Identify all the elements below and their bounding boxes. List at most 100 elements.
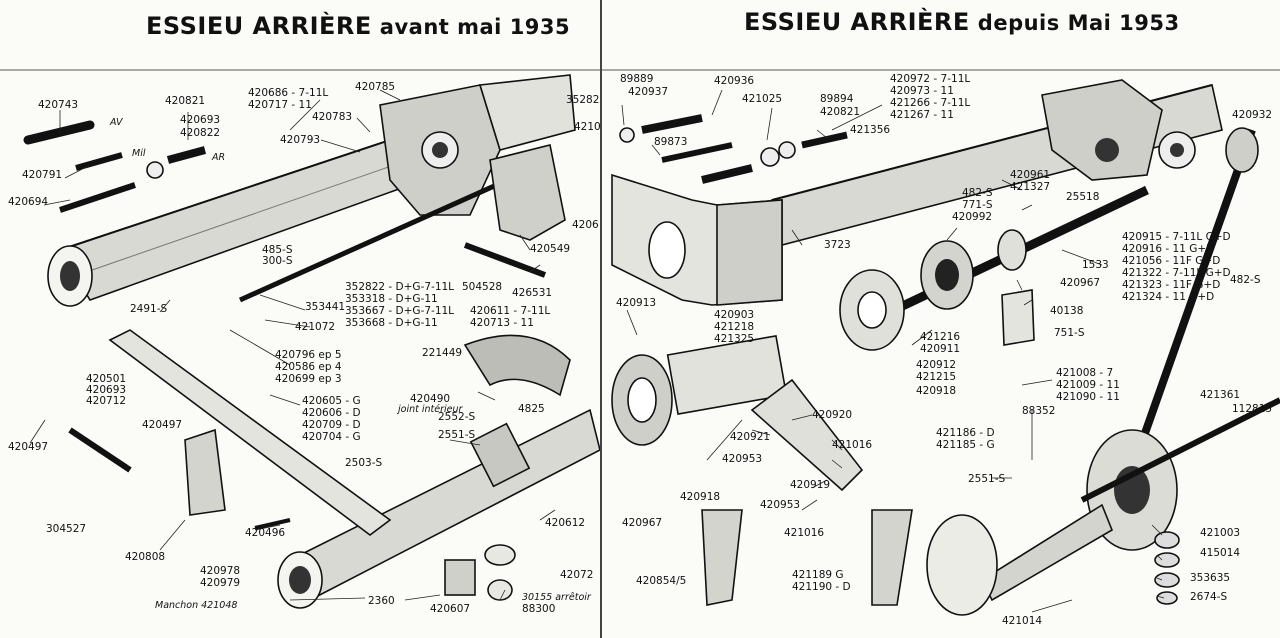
label: 421266 - 7-11L [890,97,970,109]
label: 420953 [760,499,800,511]
label: 353667 - D+G-7-11L [345,305,454,317]
label: 421190 - D [792,581,851,593]
label: 421090 - 11 [1056,391,1120,403]
label: 353668 - D+G-11 [345,317,438,329]
label: joint intérieur [396,404,463,415]
label: 420932 [1232,109,1272,121]
brake-hub [611,334,788,446]
label: 221449 [422,347,462,359]
label: 482-S [962,187,993,199]
label: 420612 [545,517,585,529]
label: 420694 [8,196,48,208]
label: 420704 - G [302,431,361,443]
support-casting [489,144,566,241]
label: 421189 G [792,569,844,581]
label: 420611 - 7-11L [470,305,550,317]
label: 421324 - 11 G+D [1122,291,1214,303]
axle-tube-lower [277,408,600,609]
label: 420961 [1010,169,1050,181]
label: 89873 [654,136,687,148]
label: 421215 [916,371,956,383]
label: 751-S [1054,327,1085,339]
label: 420497 [142,419,182,431]
bushing-2 [487,579,513,601]
label: 504528 [462,281,502,293]
label: 420979 [200,577,240,589]
label: 420854/5 [636,575,686,587]
label: AR [211,152,225,163]
label: 420921 [730,431,770,443]
label: 420913 [616,297,656,309]
label: 420699 ep 3 [275,373,342,385]
bushing [484,544,516,566]
fender-shield [463,334,571,397]
label: 4825 [518,403,545,415]
label: 3723 [824,239,851,251]
washer-stack [1154,531,1180,605]
bolts-top [619,114,848,184]
label: 89889 [620,73,653,85]
right-exploded-view: 89889 420937 420936 421025 89894 420821 … [602,69,1280,627]
stop-block [444,559,476,596]
tie-rod [238,167,532,303]
label: 420712 [86,395,126,407]
label: 420605 - G [302,395,361,407]
label: 420978 [200,565,240,577]
label: 112815 [1232,403,1272,415]
mount-plate [611,173,783,306]
rod-end-joint [1225,127,1259,173]
label: 42072 [560,569,593,581]
label: 421218 [714,321,754,333]
label: 420912 [916,359,956,371]
label: 420709 - D [302,419,361,431]
bearings [839,229,1027,351]
label: Mil [132,148,146,159]
label: 420693 [180,114,220,126]
label: 88352 [1022,405,1055,417]
label: 421016 [832,439,872,451]
label: 30155 arrêtoir [522,592,592,603]
label: 420717 - 11 [248,99,312,111]
lower-tube [1080,397,1280,503]
label: 420915 - 7-11L G+D [1122,231,1231,243]
label: 421009 - 11 [1056,379,1120,391]
label: 4210 [574,121,600,133]
label: 2551-S [438,429,476,441]
label: 420916 - 11 G+D [1122,243,1214,255]
label: 420992 [952,211,992,223]
label: 2552-S [438,411,476,423]
label: 420496 [245,527,285,539]
label: 420785 [355,81,395,93]
label: 304527 [46,523,86,535]
label: 421185 - G [936,439,995,451]
label: 420903 [714,309,754,321]
label: 426531 [512,287,552,299]
label: 2360 [368,595,395,607]
label: 2551-S [968,473,1006,485]
label: 421267 - 11 [890,109,954,121]
label: 421003 [1200,527,1240,539]
label: 421361 [1200,389,1240,401]
left-title-sub: avant mai 1935 [379,15,571,39]
label: 420501 [86,373,126,385]
label: 771-S [962,199,993,211]
label: 420743 [38,99,78,111]
label: 482-S [1230,274,1261,286]
label: 420953 [722,453,762,465]
label: 420783 [312,111,352,123]
label: 352822 - D+G-7-11L [345,281,454,293]
label: 421323 - 11F G+D [1122,279,1220,291]
label: 420822 [180,127,220,139]
label: 420821 [165,95,205,107]
label: 420686 - 7-11L [248,87,328,99]
label: 420791 [22,169,62,181]
label: 4206 [572,219,599,231]
label: 421016 [784,527,824,539]
label: 2491-S [130,303,168,315]
bracket-plate [1001,289,1035,346]
label: 420967 [622,517,662,529]
label: 420918 [680,491,720,503]
label: 420713 - 11 [470,317,534,329]
